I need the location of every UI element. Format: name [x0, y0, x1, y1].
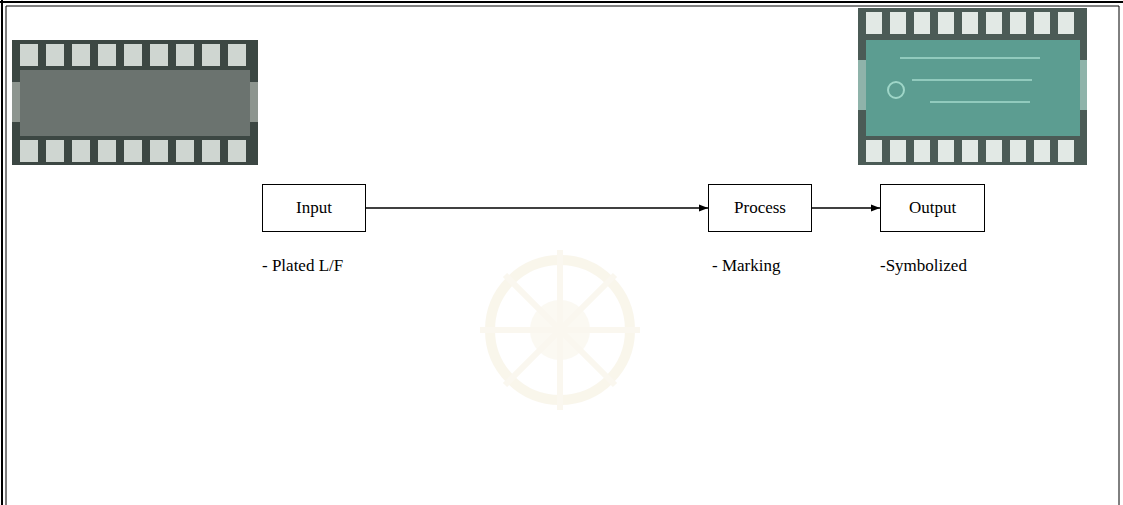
- chip-pin: [866, 12, 882, 34]
- chip-pin: [1034, 12, 1050, 34]
- chip-pin: [228, 140, 246, 162]
- chip-pin: [98, 140, 116, 162]
- chip-tab: [250, 82, 258, 122]
- output-chip-photo: [858, 8, 1087, 165]
- marking-strokes: [900, 58, 1040, 102]
- chip-pin: [72, 140, 90, 162]
- frame-line: [6, 6, 1119, 7]
- chip-pin: [202, 44, 220, 66]
- chip-pin: [150, 140, 168, 162]
- chip-pin: [98, 44, 116, 66]
- chip-pin: [176, 140, 194, 162]
- chip-pin: [20, 140, 38, 162]
- flow-arrow: [812, 207, 880, 208]
- watermark-rays: [480, 250, 640, 410]
- chip-pin: [1010, 12, 1026, 34]
- chip-pin: [962, 140, 978, 162]
- chip-pin: [46, 44, 64, 66]
- chip-body: [20, 70, 250, 136]
- frame-line: [1, 0, 3, 505]
- chip-pin: [202, 140, 220, 162]
- chip-pin: [1058, 12, 1074, 34]
- chip-pin: [938, 12, 954, 34]
- box-label: Process: [734, 198, 786, 218]
- chip-pin: [962, 12, 978, 34]
- marking-stroke: [930, 101, 1030, 103]
- stage-note: - Plated L/F: [262, 256, 343, 276]
- input-chip-photo: [12, 40, 258, 165]
- chip-tab: [1080, 60, 1087, 110]
- chip-pin: [890, 140, 906, 162]
- chip-pin: [938, 140, 954, 162]
- chip-pin: [986, 140, 1002, 162]
- frame-line: [1119, 6, 1120, 505]
- frame-line: [0, 1, 1123, 3]
- chip-pin: [124, 140, 142, 162]
- flow-arrow: [366, 207, 708, 208]
- watermark: [480, 250, 640, 410]
- chip-pin: [914, 12, 930, 34]
- stage-note: -Symbolized: [880, 256, 967, 276]
- chip-pin: [866, 140, 882, 162]
- chip-pin: [228, 44, 246, 66]
- logo-mark: [888, 82, 904, 98]
- box-label: Output: [909, 198, 956, 218]
- chip-pin: [176, 44, 194, 66]
- chip-pin: [986, 12, 1002, 34]
- box-label: Input: [296, 198, 332, 218]
- chip-pin: [150, 44, 168, 66]
- chip-body: [866, 40, 1080, 136]
- chip-tab: [858, 60, 866, 110]
- marking-stroke: [900, 57, 1040, 59]
- chip-pin: [72, 44, 90, 66]
- chip-pin: [20, 44, 38, 66]
- marking-stroke: [912, 79, 1032, 81]
- chip-pin: [1058, 140, 1074, 162]
- chip-pin: [46, 140, 64, 162]
- chip-pin: [1034, 140, 1050, 162]
- chip-tab: [12, 82, 20, 122]
- process-box: Input: [262, 184, 366, 232]
- photo-ground: [858, 8, 1087, 165]
- stage-note: - Marking: [712, 256, 780, 276]
- frame-line: [6, 6, 7, 505]
- chip-pin: [124, 44, 142, 66]
- process-box: Output: [880, 184, 985, 232]
- chip-pin: [1010, 140, 1026, 162]
- process-box: Process: [708, 184, 812, 232]
- chip-pin: [890, 12, 906, 34]
- photo-ground: [12, 40, 258, 165]
- chip-pin: [914, 140, 930, 162]
